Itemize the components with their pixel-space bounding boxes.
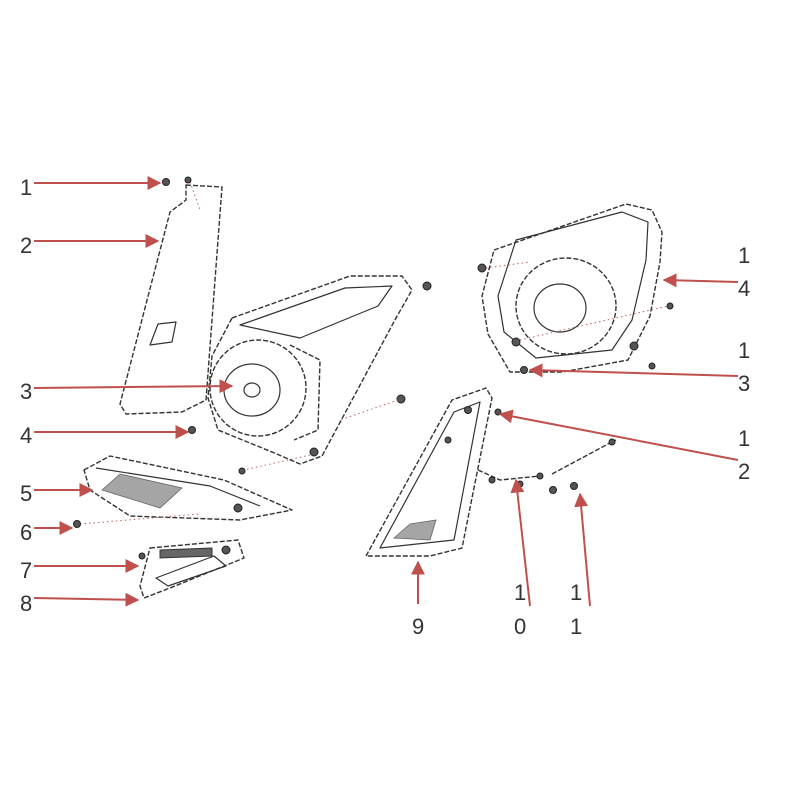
callout-label: 1 xyxy=(738,426,750,451)
callout-label: 9 xyxy=(412,614,424,639)
callout-label: 4 xyxy=(20,423,32,448)
callout-label: 6 xyxy=(20,520,32,545)
callout-label: 1 xyxy=(738,243,750,268)
callout-label: 4 xyxy=(738,276,750,301)
screw-icon xyxy=(238,467,246,475)
screw-icon xyxy=(221,545,231,555)
mounting-bracket-part xyxy=(119,181,223,415)
screw-icon xyxy=(511,337,521,347)
door-panel-part xyxy=(477,203,674,374)
callout-label: 2 xyxy=(738,459,750,484)
callout-label: 1 xyxy=(570,580,582,605)
callout-label: 7 xyxy=(20,558,32,583)
screw-icon xyxy=(309,447,319,457)
screw-icon xyxy=(516,480,524,488)
screw-icon xyxy=(666,302,674,310)
callout-label: 0 xyxy=(514,614,526,639)
arrow-callout-12 xyxy=(498,409,739,461)
screw-icon xyxy=(233,503,243,513)
grille-frame-part xyxy=(79,455,293,525)
screw-icon xyxy=(188,426,196,434)
callout-arrows xyxy=(33,176,739,607)
callout-label: 2 xyxy=(20,233,32,258)
screw-icon xyxy=(422,281,432,291)
arrow-callout-13 xyxy=(528,363,739,378)
screw-icon xyxy=(444,436,452,444)
screw-icon xyxy=(520,366,528,374)
screw-icon xyxy=(464,406,472,414)
screw-icon xyxy=(73,520,81,528)
screw-pair-top xyxy=(162,176,192,186)
screw-icon xyxy=(629,341,639,351)
callout-label: 3 xyxy=(738,371,750,396)
arrow-callout-3 xyxy=(33,379,234,394)
screw-icon xyxy=(138,552,146,560)
screw-icon xyxy=(477,263,487,273)
arrow-callout-14 xyxy=(662,273,739,288)
speaker-assembly-left xyxy=(188,275,432,475)
arrow-callout-10 xyxy=(510,478,531,607)
screw-icon xyxy=(536,472,544,480)
clip-parts xyxy=(477,438,617,494)
screw-icon xyxy=(184,176,192,184)
screw-icon xyxy=(648,362,656,370)
screw-icon xyxy=(608,438,616,446)
callout-label: 5 xyxy=(20,481,32,506)
callout-label: 1 xyxy=(20,175,32,200)
callout-label: 8 xyxy=(20,591,32,616)
screw-icon xyxy=(162,178,170,186)
arrow-callout-11 xyxy=(574,492,591,607)
screw-icon xyxy=(488,476,496,484)
callout-label: 1 xyxy=(514,580,526,605)
callout-label: 3 xyxy=(20,379,32,404)
screw-icon xyxy=(396,394,406,404)
callout-labels: 1 2 3 4 5 6 7 8 1 4 1 3 1 2 9 1 0 1 1 xyxy=(20,175,750,639)
arrow-callout-8 xyxy=(33,592,140,607)
screw-icon xyxy=(549,486,557,494)
callout-label: 1 xyxy=(738,338,750,363)
screw-icon xyxy=(570,482,578,490)
tweeter-assembly-part xyxy=(138,539,245,599)
callout-label: 1 xyxy=(570,614,582,639)
